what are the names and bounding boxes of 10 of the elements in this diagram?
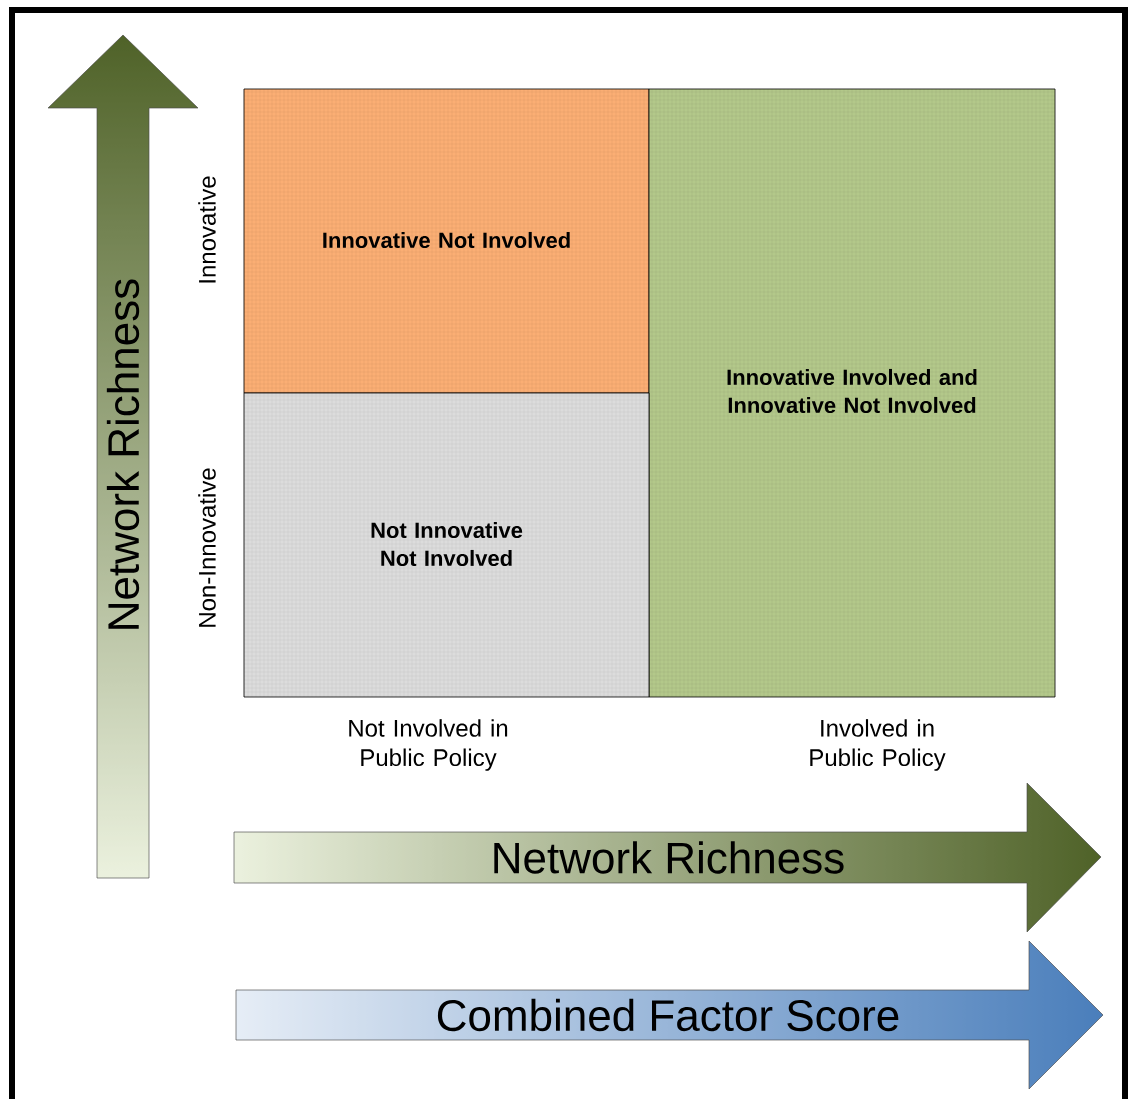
arrow-banner: Network Richness: [47, 34, 199, 879]
axis-label: Not Involved in Public Policy: [349, 719, 508, 771]
axis-label: Non-Innovative: [198, 468, 216, 627]
quadrant-box: Innovative Involved and Innovative Not Involved: [648, 88, 1056, 698]
arrow-banner: Combined Factor Score: [235, 940, 1104, 1090]
quadrant-box: Innovative Not Involved: [243, 88, 650, 394]
quadrant-box: Not Innovative Not Involved: [243, 392, 650, 698]
arrow-banner: Network Richness: [233, 782, 1102, 933]
axis-label: Involved in Public Policy: [810, 719, 946, 771]
axis-label: Innovative: [198, 176, 216, 283]
